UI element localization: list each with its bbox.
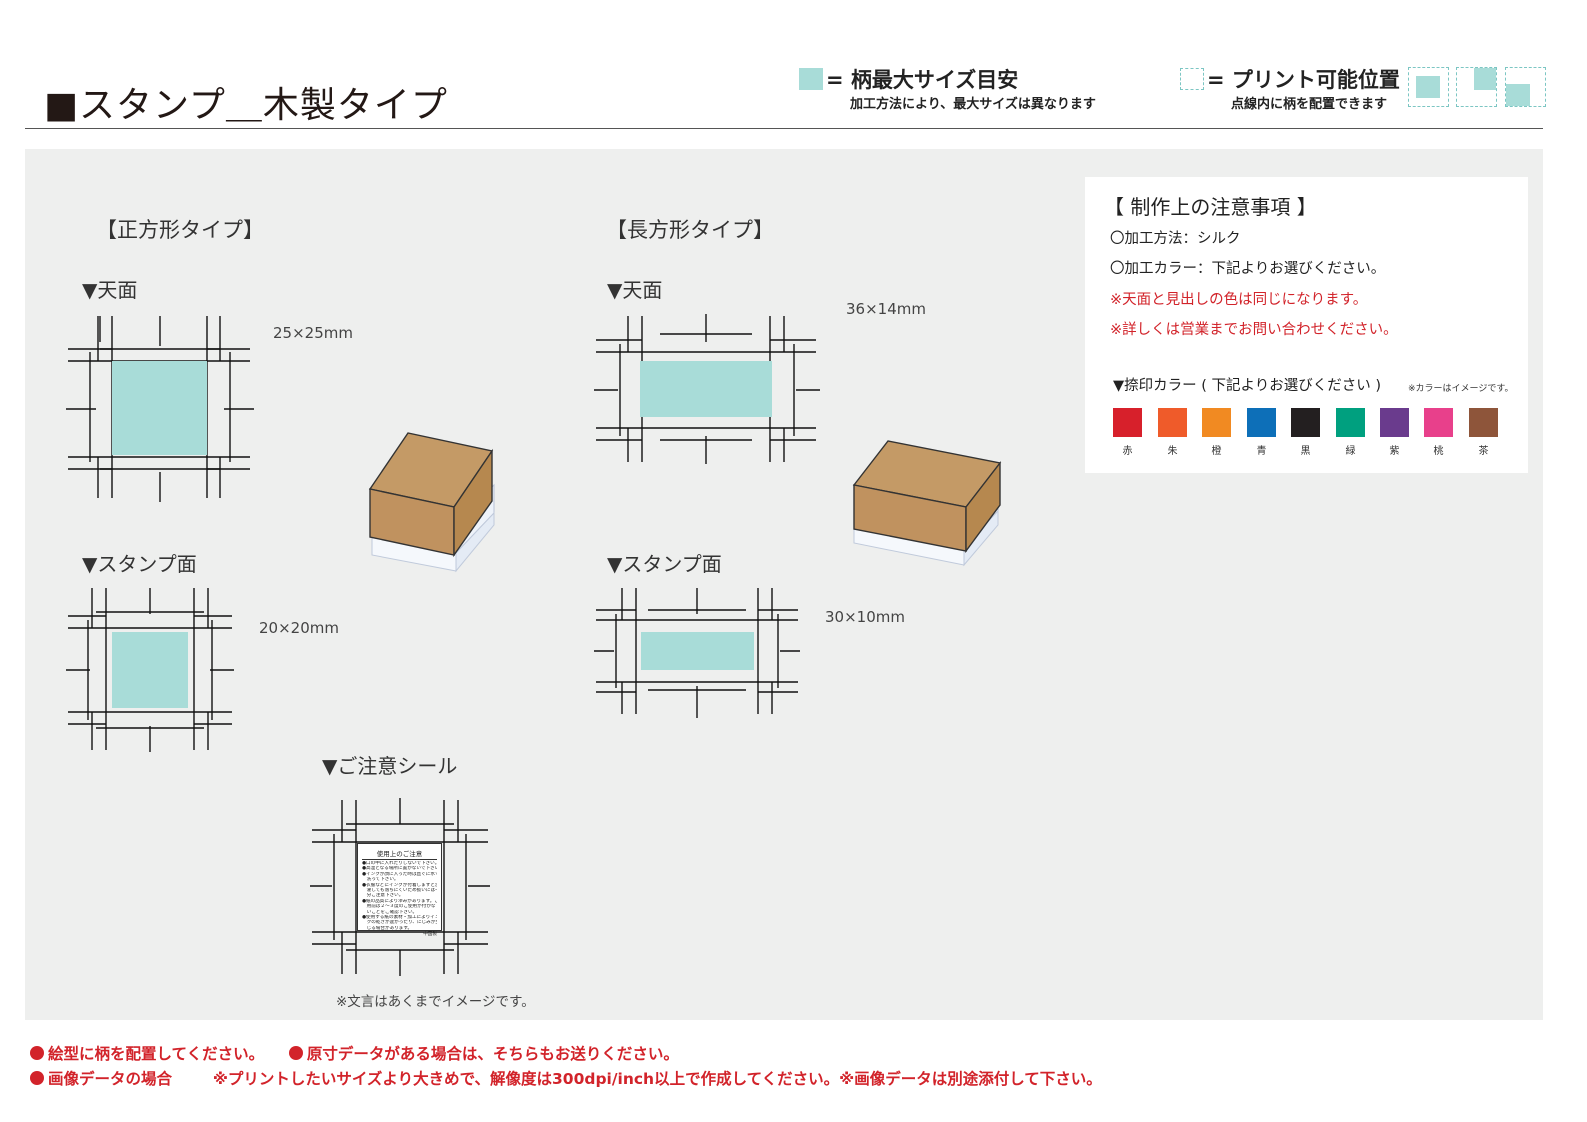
caution-seal: 使用上のご注意 ●口の中に入れたりしないで下さい。 ●高温となる場所に置かないで… (357, 843, 442, 937)
footer-line-1: 絵型に柄を配置してください。 原寸データがある場合は、そちらもお送りください。 (30, 1042, 679, 1064)
rect-top-design-area (640, 361, 772, 417)
seal-label: ▼ご注意シール (322, 754, 458, 778)
bullet-dot (288, 1046, 303, 1060)
rect-stamp-crop-frame (594, 588, 800, 718)
notes-red-1: ※天面と見出しの色は同じになります。 (1110, 292, 1368, 308)
seal-line: ●口の中に入れたりしないで下さい。 (362, 861, 437, 866)
placement-swatch (1416, 76, 1440, 98)
placement-example-center (1408, 67, 1449, 107)
square-top-design-area (112, 361, 207, 455)
seal-line: ●紙の品質により滲みがあります。ご使 (362, 898, 437, 904)
placement-swatch (1474, 68, 1496, 90)
footer-instruction-2: 原寸データがある場合は、そちらもお送りください。 (306, 1045, 679, 1063)
seal-origin: 中国製 (423, 932, 437, 938)
color-swatch-blue (1247, 408, 1276, 437)
seal-image-note: ※文言はあくまでイメージです。 (336, 994, 535, 1010)
seal-line: ●使用する紙の素材・加工によりイン (362, 915, 437, 921)
footer-line-2: 画像データの場合 ※プリントしたいサイズより大きめで、解像度は300dpi/in… (30, 1067, 1102, 1089)
bullet-dot (30, 1071, 44, 1085)
color-swatch-red (1113, 408, 1142, 437)
color-label: 橙 (1211, 446, 1222, 457)
seal-crop-frame (310, 798, 490, 976)
rect-top-label: ▼天面 (607, 278, 663, 302)
square-stamp-illustration (368, 432, 495, 573)
color-swatch-pink (1424, 408, 1453, 437)
seal-line: 濯しても落ちにくいため扱いには十 (362, 888, 437, 894)
imprint-color-note: ※カラーはイメージです。 (1408, 384, 1514, 394)
rect-stamp-label: ▼スタンプ面 (607, 552, 722, 576)
notes-red-2: ※詳しくは営業までお問い合わせください。 (1110, 322, 1398, 338)
color-swatch-green (1336, 408, 1365, 437)
print-position-label: = プリント可能位置 (1207, 68, 1400, 92)
square-top-size: 25×25mm (273, 324, 353, 342)
rect-stamp-illustration (852, 440, 1002, 567)
color-label: 青 (1256, 446, 1267, 457)
seal-line: ●衣服などにインクが付着しますと洗 (362, 882, 437, 888)
color-swatch-purple (1380, 408, 1409, 437)
color-label: 赤 (1122, 446, 1133, 457)
notes-method: 〇加工方法：シルク (1110, 231, 1241, 247)
seal-line: じる場合があります。 (362, 925, 413, 931)
square-stamp-crop-frame (66, 588, 234, 752)
seal-line: ●高温となる場所に置かないで下さい。 (362, 866, 437, 872)
seal-line: 洗って下さい。 (362, 877, 399, 883)
print-position-note: 点線内に柄を配置できます (1231, 97, 1388, 112)
title-divider (25, 128, 1543, 129)
imprint-color-heading: ▼捺印カラー ( 下記よりお選びください ) (1113, 378, 1382, 394)
color-label: 朱 (1167, 446, 1178, 457)
color-swatch-black (1291, 408, 1320, 437)
max-size-note: 加工方法により、最大サイズは異なります (850, 97, 1096, 112)
bullet-dot (30, 1046, 44, 1060)
color-swatch-brown (1469, 408, 1498, 437)
square-top-label: ▼天面 (82, 278, 138, 302)
seal-line: 分ご注意下さい。 (362, 893, 404, 899)
print-position-dashed-box (1180, 68, 1204, 90)
footer-image-heading: 画像データの場合 (48, 1070, 173, 1088)
max-size-swatch (799, 68, 823, 90)
rect-stamp-size: 30×10mm (825, 608, 905, 626)
seal-line: いことをご確認下さい。 (362, 909, 418, 915)
square-stamp-label: ▼スタンプ面 (82, 552, 197, 576)
placement-example-bottom (1505, 67, 1546, 107)
footer-image-instruction: ※プリントしたいサイズより大きめで、解像度は300dpi/inch以上で作成して… (212, 1070, 1102, 1088)
square-stamp-size: 20×20mm (259, 619, 339, 637)
rect-stamp-design-area (641, 632, 754, 670)
color-label: 紫 (1389, 446, 1400, 457)
seal-line: 用前は２～３度のご使用が付かな (362, 904, 436, 910)
seal-title: 使用上のご注意 (362, 848, 437, 860)
placement-example-top (1456, 67, 1497, 107)
rect-top-crop-frame (594, 314, 820, 464)
square-type-heading: 【正方形タイプ】 (96, 218, 264, 242)
color-label: 茶 (1478, 446, 1489, 457)
page-title: ■スタンプ＿木製タイプ (44, 85, 448, 126)
notes-color: 〇加工カラー：下記よりお選びください。 (1110, 261, 1386, 277)
rect-top-size: 36×14mm (846, 300, 926, 318)
notes-title: 【 制作上の注意事項 】 (1104, 195, 1317, 219)
seal-line: ●インクが顔に入った時は直ぐに水で (362, 871, 437, 877)
placement-swatch (1506, 84, 1530, 106)
square-stamp-design-area (112, 632, 188, 708)
max-size-label: = 柄最大サイズ目安 (826, 68, 1019, 92)
rect-type-heading: 【長方形タイプ】 (606, 218, 774, 242)
footer-instruction-1: 絵型に柄を配置してください。 (48, 1045, 265, 1063)
color-label: 緑 (1345, 446, 1356, 457)
color-label: 黒 (1300, 446, 1311, 457)
color-swatch-orange (1202, 408, 1231, 437)
seal-line: クの乾きが遅かったり、にじみが生 (362, 920, 437, 926)
color-swatch-vermilion (1158, 408, 1187, 437)
color-label: 桃 (1433, 446, 1444, 457)
